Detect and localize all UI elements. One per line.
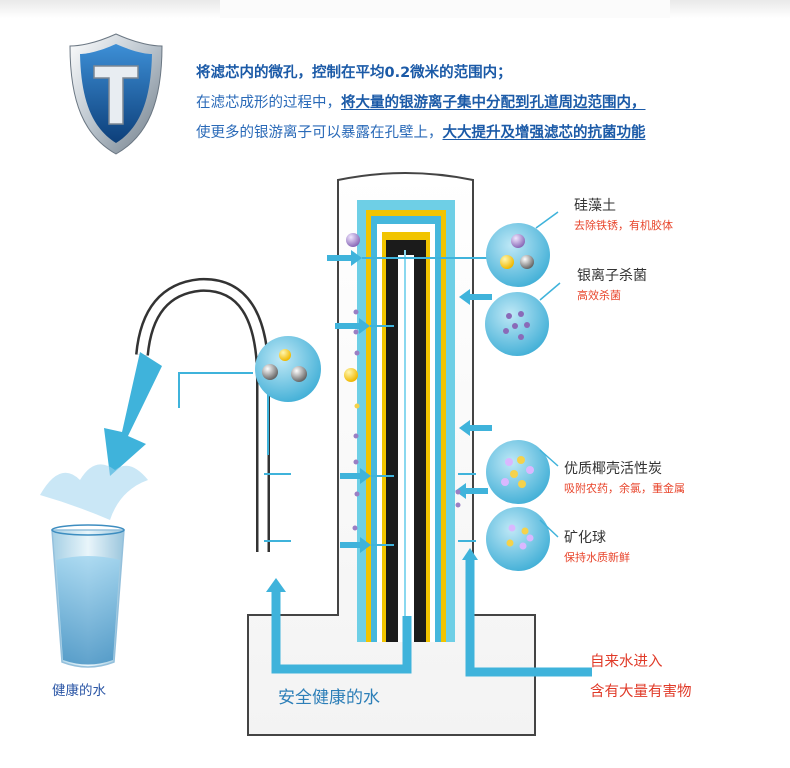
layer-desc-diatomite: 去除铁锈，有机胶体 [574,219,673,232]
layer-bubble-mineral [486,507,550,571]
filter-cartridge-layers [357,200,455,642]
layer-label-mineral: 矿化球 保持水质新鲜 [564,527,630,565]
intro-line-3a: 使更多的银游离子可以暴露在孔壁上， [196,125,443,141]
layer-desc-silver-ion: 高效杀菌 [577,289,621,302]
inlet-arrowhead [462,548,478,560]
t-shield-logo [69,33,163,155]
layer-name-carbon: 优质椰壳活性炭 [564,461,662,477]
outlet-label: 安全健康的水 [278,688,380,708]
intro-line-2b: 将大量的银游离子集中分配到孔道周边范围内， [341,95,646,111]
intro-line-3b: 大大提升及增强滤芯的抗菌功能 [442,125,646,141]
layer-label-diatomite: 硅藻土 去除铁锈，有机胶体 [574,195,673,233]
flow-lines [362,257,487,546]
inlet-pipe [465,555,592,677]
faucet-tube [135,277,270,552]
intro-line-2a: 在滤芯成形的过程中， [196,95,341,111]
glass-label: 健康的水 [52,683,106,699]
top-banner-strip [0,0,790,18]
layer-label-silver-ion: 银离子杀菌 高效杀菌 [577,265,647,303]
inlet-warning: 含有大量有害物 [590,684,692,700]
intro-text: 将滤芯内的微孔，控制在平均0.2微米的范围内； 在滤芯成形的过程中，将大量的银游… [196,58,646,148]
layer-name-mineral: 矿化球 [564,530,606,546]
particles [344,233,461,531]
layer-bubble-silver-ion [485,292,549,356]
label-connector-lines [535,211,561,538]
layer-bubble-diatomite [486,223,550,287]
layer-name-diatomite: 硅藻土 [574,198,616,214]
layer-name-silver-ion: 银离子杀菌 [577,268,647,284]
layer-label-carbon: 优质椰壳活性炭 吸附农药，余氯，重金属 [564,458,685,496]
inflow-arrows-right [455,289,492,499]
outlet-pipe [271,588,412,674]
layer-desc-mineral: 保持水质新鲜 [564,551,630,564]
inlet-label: 自来水进入 [590,654,663,670]
layer-bubble-carbon [486,440,550,504]
faucet-water-bubble [255,336,321,402]
tube-flow-ticks [264,473,476,542]
layer-desc-carbon: 吸附农药，余氯，重金属 [564,482,685,495]
big-outflow-arrow [104,352,162,476]
filter-diagram [40,172,592,736]
inflow-arrows-left [327,250,371,553]
water-glass [40,464,148,668]
intro-line-1: 将滤芯内的微孔，控制在平均0.2微米的范围内； [196,65,512,81]
outlet-arrowhead [266,578,286,592]
